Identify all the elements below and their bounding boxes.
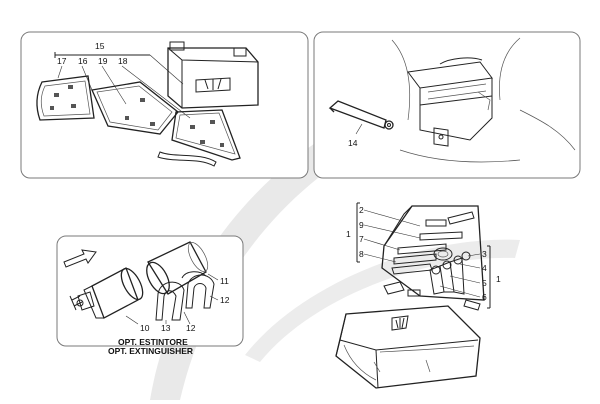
callout-15: 15 bbox=[95, 41, 105, 51]
callout-3: 3 bbox=[482, 249, 487, 259]
callout-9: 9 bbox=[359, 220, 364, 230]
extinguisher-bottle bbox=[69, 267, 144, 319]
callout-11: 11 bbox=[220, 276, 229, 286]
callout-1-left: 1 bbox=[346, 229, 351, 239]
panel-sun-shades: 15 17 16 19 18 bbox=[20, 31, 309, 179]
callout-17: 17 bbox=[57, 56, 67, 66]
callout-12-right: 12 bbox=[220, 295, 230, 305]
tool-bag-closed bbox=[335, 305, 481, 389]
callout-6: 6 bbox=[482, 292, 487, 302]
callout-16: 16 bbox=[78, 56, 88, 66]
holder-brackets bbox=[155, 271, 215, 321]
panel-extinguisher: 11 12 10 13 12 OPT. ESTINTORE OPT. EXTIN… bbox=[56, 235, 244, 356]
trident-icon bbox=[395, 317, 405, 329]
sun-shade-center bbox=[91, 81, 179, 135]
callout-18: 18 bbox=[118, 56, 128, 66]
tow-hook-wrench bbox=[328, 100, 394, 130]
callout-14: 14 bbox=[348, 138, 358, 148]
panel-trunk: 14 bbox=[313, 31, 581, 179]
callout-1-right: 1 bbox=[496, 274, 501, 284]
callout-13: 13 bbox=[161, 323, 171, 333]
callout-19: 19 bbox=[98, 56, 108, 66]
extinguisher-holder bbox=[146, 241, 209, 295]
callout-7: 7 bbox=[359, 234, 364, 244]
sun-shade-left bbox=[36, 75, 95, 121]
caption-extinguisher-it: OPT. ESTINTORE bbox=[118, 337, 188, 347]
callout-8: 8 bbox=[359, 249, 364, 259]
callout-2: 2 bbox=[359, 205, 364, 215]
callout-5: 5 bbox=[482, 278, 487, 288]
trident-icon bbox=[204, 78, 222, 90]
callout-4: 4 bbox=[482, 263, 487, 273]
caption-extinguisher-en: OPT. EXTINGUISHER bbox=[108, 346, 193, 356]
tool-roll-open bbox=[381, 205, 485, 311]
shade-storage-case bbox=[167, 41, 259, 109]
callout-12-bottom: 12 bbox=[186, 323, 196, 333]
trunk-compartment bbox=[391, 37, 576, 163]
arrow-right-icon bbox=[63, 249, 97, 268]
callout-10: 10 bbox=[140, 323, 150, 333]
sun-shade-right bbox=[171, 109, 241, 161]
tool-kit: 1 1 2 9 7 8 3 4 5 6 bbox=[335, 202, 501, 389]
elastic-strap bbox=[157, 151, 217, 167]
